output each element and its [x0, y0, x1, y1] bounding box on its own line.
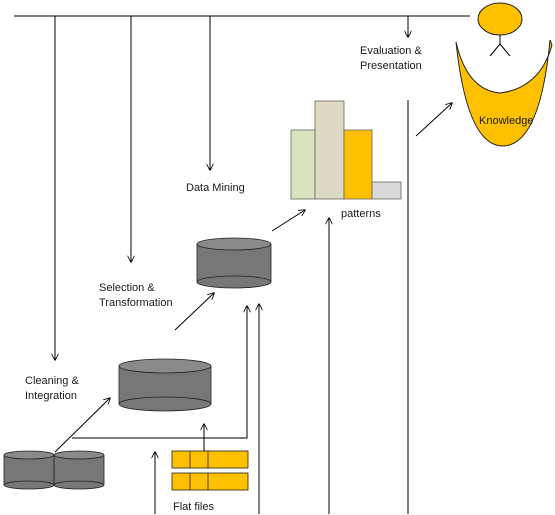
- transformed-data-icon: [196, 237, 272, 289]
- flat-files-icon: [171, 450, 249, 491]
- knowledge-person-icon: [455, 2, 553, 147]
- patterns-bars-icon: [290, 100, 402, 200]
- db-to-selected-line: [72, 306, 247, 439]
- patterns-label: patterns: [341, 208, 381, 220]
- data-mining-label: Data Mining: [186, 182, 245, 194]
- arrow-patterns-to-knowledge: [415, 103, 452, 137]
- arrow-warehouse-to-selected: [174, 293, 214, 331]
- evaluation-label: Evaluation & Presentation: [360, 45, 422, 72]
- data-warehouse-icon: [118, 358, 212, 412]
- selection-label: Selection & Transformation: [99, 282, 173, 309]
- database-icon: [53, 450, 105, 490]
- arrow-selected-to-patterns: [271, 210, 305, 232]
- cleaning-label: Cleaning & Integration: [25, 375, 79, 402]
- flat-files-label: Flat files: [173, 501, 214, 513]
- arrow-db-to-warehouse: [54, 398, 110, 453]
- knowledge-label: Knowledge: [479, 115, 534, 127]
- database-icon: [3, 450, 55, 490]
